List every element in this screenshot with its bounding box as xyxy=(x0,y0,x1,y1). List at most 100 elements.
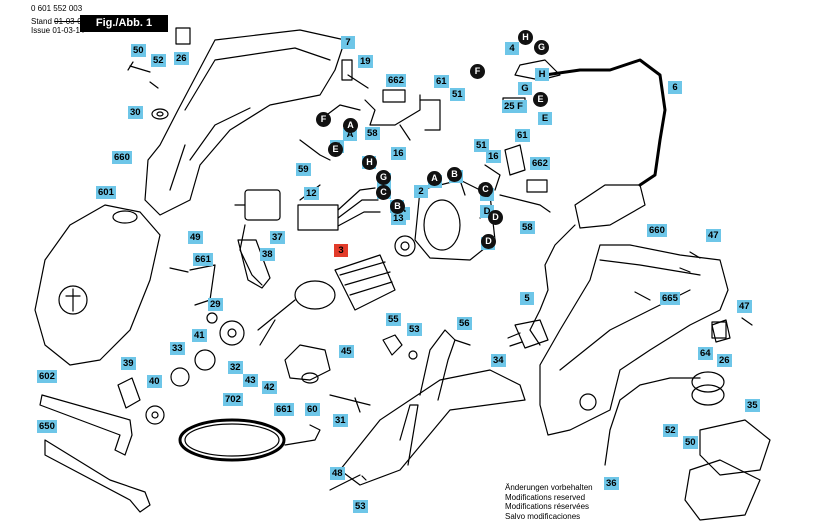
part-number-label: 52 xyxy=(151,54,166,67)
handle-cover xyxy=(34,204,161,366)
part-number-label: 49 xyxy=(188,231,203,244)
part-number-label: 702 xyxy=(223,393,243,406)
footer-notice: Änderungen vorbehalten Modifications res… xyxy=(505,483,593,521)
part-number-label: 55 xyxy=(386,313,401,326)
part-number-label: 51 xyxy=(474,139,489,152)
part-number-label: 59 xyxy=(296,163,311,176)
part-number-label: G xyxy=(518,82,532,95)
part-number-label: 2 xyxy=(414,185,428,198)
part-number-label: 50 xyxy=(131,44,146,57)
stand-label: Stand xyxy=(31,17,52,26)
callout-letter: C xyxy=(376,185,391,200)
part-number-label: 661 xyxy=(274,403,294,416)
stand-date: 01-03-06 xyxy=(54,17,87,26)
part-number-label: 33 xyxy=(170,342,185,355)
part-number-label: 13 xyxy=(391,212,406,225)
part-number-label: 40 xyxy=(147,375,162,388)
part-number-label: 61 xyxy=(434,75,449,88)
part-number-label: 16 xyxy=(391,147,406,160)
part-number-label: 662 xyxy=(530,157,550,170)
callout-letter: F xyxy=(470,64,485,79)
issue-date: 01-03-14 xyxy=(52,26,85,35)
part-number-label: 53 xyxy=(407,323,422,336)
callout-letter: D xyxy=(488,210,503,225)
part-number-label: 26 xyxy=(174,52,189,65)
part-number-label: 5 xyxy=(520,292,534,305)
part-number-label: 58 xyxy=(520,221,535,234)
document-number: 0 601 552 003 xyxy=(31,4,83,13)
drive-belt xyxy=(178,418,286,462)
issue-label: Issue xyxy=(31,26,51,35)
stator xyxy=(414,179,496,261)
part-number-label: 6 xyxy=(668,81,682,94)
callout-letter: B xyxy=(447,167,462,182)
figure-label: Fig./Abb. 1 xyxy=(80,15,168,32)
gear-housing xyxy=(539,244,729,436)
part-number-label: 26 xyxy=(717,354,732,367)
callout-letter: A xyxy=(343,118,358,133)
callout-letter: B xyxy=(390,199,405,214)
part-number-label: 42 xyxy=(262,381,277,394)
part-number-label: 665 xyxy=(660,292,680,305)
part-number-label: 19 xyxy=(358,55,373,68)
part-number-label: 602 xyxy=(37,370,57,383)
part-number-label: 47 xyxy=(706,229,721,242)
part-number-label: 31 xyxy=(333,414,348,427)
part-number-label: 35 xyxy=(745,399,760,412)
part-number-label: 650 xyxy=(37,420,57,433)
part-number-label: 64 xyxy=(698,347,713,360)
part-number-label: 45 xyxy=(339,345,354,358)
footer-line: Änderungen vorbehalten xyxy=(505,483,593,492)
part-number-label: 32 xyxy=(228,361,243,374)
part-number-label: E xyxy=(538,112,552,125)
part-number-label: 43 xyxy=(243,374,258,387)
part-number-label: 48 xyxy=(330,467,345,480)
part-number-label: 30 xyxy=(128,106,143,119)
motor-housing-rear xyxy=(144,29,346,216)
callout-letter: H xyxy=(362,155,377,170)
stand-line: Stand 01-03-06 xyxy=(31,17,86,26)
callout-letter: C xyxy=(478,182,493,197)
callout-letter: H xyxy=(518,30,533,45)
part-number-label: 7 xyxy=(341,36,355,49)
part-number-label: 51 xyxy=(450,88,465,101)
part-number-label: 16 xyxy=(486,150,501,163)
issue-line: Issue 01-03-14 xyxy=(31,26,84,35)
part-number-label: 50 xyxy=(683,436,698,449)
callout-letter: D xyxy=(481,234,496,249)
part-number-label: 12 xyxy=(304,187,319,200)
callout-letter: A xyxy=(427,171,442,186)
part-number-label: 3 xyxy=(334,244,348,257)
part-number-label: 61 xyxy=(515,129,530,142)
part-number-label: 47 xyxy=(737,300,752,313)
callout-letter: G xyxy=(376,170,391,185)
part-number-label: 53 xyxy=(353,500,368,513)
part-number-label: 601 xyxy=(96,186,116,199)
footer-line: Salvo modificaciones xyxy=(505,511,581,521)
cord-box xyxy=(574,184,646,229)
part-number-label: 36 xyxy=(604,477,619,490)
part-number-label: 52 xyxy=(663,424,678,437)
part-number-label: 661 xyxy=(193,253,213,266)
part-number-label: 25 xyxy=(502,100,517,113)
part-number-label: 56 xyxy=(457,317,472,330)
footer-line: Modifications réservées xyxy=(505,502,590,512)
callout-letter: E xyxy=(328,142,343,157)
part-number-label: 34 xyxy=(491,354,506,367)
footer-line: Modifications reserved xyxy=(505,492,586,502)
wrench-650 xyxy=(44,439,151,513)
part-number-label: 41 xyxy=(192,329,207,342)
part-number-label: 39 xyxy=(121,357,136,370)
base-plate xyxy=(339,369,526,486)
part-number-label: 662 xyxy=(386,74,406,87)
part-number-label: 660 xyxy=(647,224,667,237)
part-number-label: H xyxy=(535,68,549,81)
part-number-label: 58 xyxy=(365,127,380,140)
power-cord xyxy=(543,58,667,187)
part-number-label: 38 xyxy=(260,248,275,261)
part-number-label: 37 xyxy=(270,231,285,244)
part-number-label: 60 xyxy=(305,403,320,416)
part-number-label: 660 xyxy=(112,151,132,164)
callout-letter: F xyxy=(316,112,331,127)
